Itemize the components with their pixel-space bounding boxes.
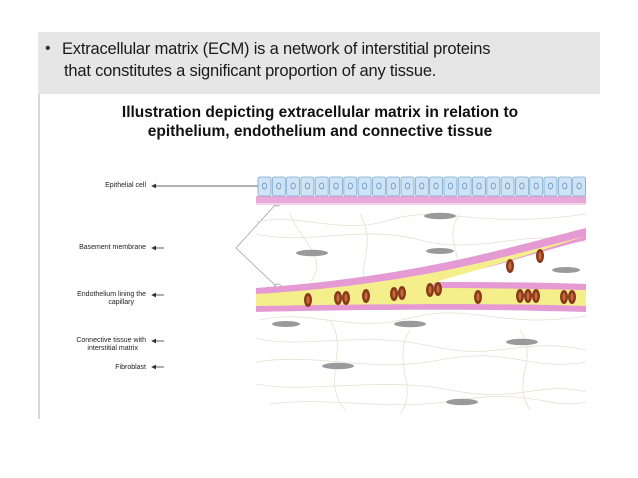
epithelial-nucleus: [433, 182, 439, 190]
epithelial-nucleus: [519, 182, 525, 190]
bullet-text-line-1: Extracellular matrix (ECM) is a network …: [62, 40, 491, 58]
epithelial-cell: [414, 176, 429, 197]
epithelial-nucleus: [333, 182, 339, 190]
epithelial-cell: [386, 176, 401, 197]
epithelial-nucleus: [419, 182, 425, 190]
red-blood-cells: [304, 249, 576, 307]
fibroblast: [506, 338, 538, 346]
epithelial-nucleus: [576, 182, 582, 190]
bullet-band: [38, 32, 600, 94]
epithelial-nucleus: [319, 182, 325, 190]
epithelial-cell: [543, 176, 558, 197]
epithelial-nucleus: [376, 182, 382, 190]
epithelial-cell: [443, 176, 458, 197]
epithelial-cell: [472, 176, 486, 197]
epithelial-cell: [300, 176, 315, 197]
tissue-section: [256, 176, 586, 415]
label-endothelium-line-1: Endothelium lining the: [77, 291, 146, 298]
epithelial-cell: [529, 176, 544, 197]
epithelial-nucleus: [261, 182, 268, 190]
fibroblasts: [272, 212, 580, 406]
epithelial-cell: [515, 176, 529, 197]
label-epithelial-cell: Epithelial cell: [105, 182, 146, 189]
epithelial-cell: [343, 176, 358, 197]
fibroblast: [424, 212, 456, 220]
label-fibroblast: Fibroblast: [115, 364, 146, 371]
label-connective-line-2: interstitial matrix: [87, 345, 138, 352]
epithelial-cell: [400, 176, 415, 197]
epithelial-cell: [486, 176, 501, 197]
epithelial-nucleus: [304, 182, 310, 190]
epithelial-nucleus: [547, 182, 554, 190]
epithelial-cell: [557, 176, 572, 197]
epithelial-nucleus: [505, 182, 511, 190]
label-connective-line-1: Connective tissue with: [76, 337, 146, 344]
epithelial-cell: [329, 176, 343, 197]
epithelial-nucleus: [462, 182, 468, 190]
epithelial-nucleus: [490, 182, 496, 190]
fibroblast: [322, 362, 354, 370]
fibroblast: [296, 249, 328, 257]
epithelial-layer: [257, 176, 586, 197]
epithelial-nucleus: [362, 182, 368, 190]
epithelial-cell: [500, 176, 515, 197]
epithelial-cell: [371, 176, 386, 197]
epithelial-nucleus: [476, 182, 482, 190]
capillary-lumen: [256, 236, 586, 306]
epithelial-nucleus: [404, 182, 411, 190]
epithelial-nucleus: [447, 182, 453, 190]
epithelial-nucleus: [276, 182, 282, 190]
epithelial-cell: [271, 176, 286, 197]
basement-membrane: [256, 196, 586, 203]
label-basement-membrane: Basement membrane: [79, 244, 146, 251]
epithelial-cell: [314, 176, 329, 197]
bullet-text-line-2: that constitutes a significant proportio…: [64, 62, 437, 80]
bullet-marker: •: [45, 40, 51, 57]
epithelial-nucleus: [562, 182, 568, 190]
fibroblast: [552, 267, 580, 273]
fibroblast: [426, 248, 454, 254]
figure-title-line-2: epithelium, endothelium and connective t…: [147, 123, 493, 140]
epithelial-cell: [286, 176, 301, 197]
epithelial-cell: [357, 176, 372, 197]
epithelial-cell: [257, 176, 272, 197]
epithelial-nucleus: [390, 182, 396, 190]
epithelial-cell: [572, 176, 586, 197]
epithelial-nucleus: [347, 182, 353, 190]
epithelial-cell: [429, 176, 444, 197]
figure-title-line-1: Illustration depicting extracellular mat…: [121, 104, 519, 121]
epithelial-nucleus: [290, 182, 296, 190]
epithelial-cell: [457, 176, 472, 197]
fibroblast: [272, 321, 300, 327]
fibroblast: [446, 398, 478, 406]
epithelial-nucleus: [533, 182, 539, 190]
fibroblast: [394, 320, 426, 328]
label-endothelium-line-2: capillary: [108, 299, 134, 306]
left-rule: [38, 94, 40, 419]
